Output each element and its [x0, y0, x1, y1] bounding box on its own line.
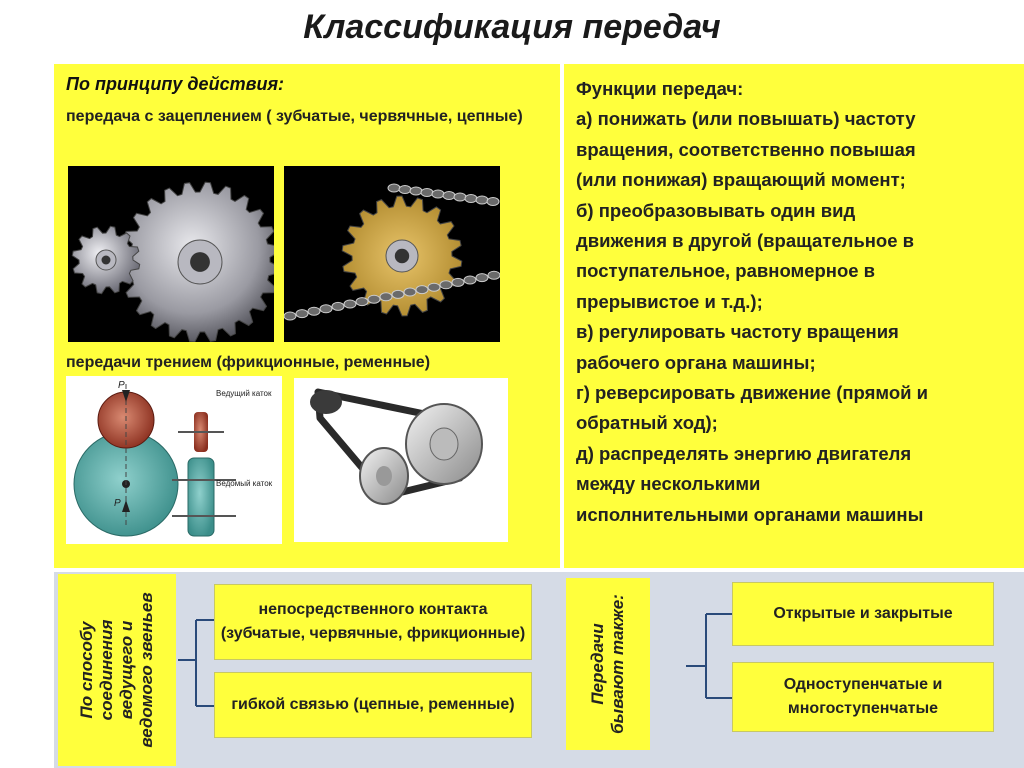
- functions-line: вращения, соответственно повышая: [576, 138, 916, 160]
- functions-line: рабочего органа машины;: [576, 351, 816, 373]
- principle-heading: По принципу действия:: [66, 74, 285, 94]
- chain-icon: [284, 183, 500, 321]
- page-title: Классификация передач: [303, 8, 721, 46]
- friction-rollers-diagram: P P Ведущий каток Ведомый каток: [66, 376, 282, 544]
- functions-line: движения в другой (вращательное в: [576, 230, 915, 252]
- functions-line: (или понижая) вращающий момент;: [576, 169, 906, 191]
- functions-line: поступательное, равномерное в: [576, 260, 876, 282]
- connection-label-line: ведущего и: [117, 620, 136, 720]
- functions-line: прерывистое и т.д.);: [576, 290, 763, 312]
- gear-pair-image: [68, 166, 274, 342]
- functions-line: б) преобразовывать один вид: [576, 199, 856, 221]
- driving-roller-label: Ведущий каток: [216, 389, 272, 398]
- functions-line: обратный ход);: [576, 412, 718, 434]
- functions-panel: [564, 64, 1024, 568]
- flexible-link-box: гибкой связью (цепные, ременные): [214, 672, 532, 738]
- large-gear-icon: [119, 181, 274, 342]
- stage-count-box: Одноступенчатые и многоступенчатые: [732, 662, 994, 732]
- functions-line: Функции передач:: [576, 78, 744, 99]
- force-label-bottom: P: [114, 498, 121, 509]
- connection-label-line: По способу: [77, 621, 96, 719]
- connection-label-line: ведомого звеньев: [137, 592, 156, 748]
- connection-method-label: По способу соединения ведущего и ведомог…: [58, 574, 176, 766]
- functions-line: исполнительными органами машины: [576, 503, 924, 525]
- small-gear-icon: [71, 225, 141, 295]
- functions-list: Функции передач: а) понижать (или повыша…: [576, 74, 1016, 530]
- friction-caption: передачи трением (фрикционные, ременные): [66, 354, 431, 371]
- belt-drive-image: [294, 378, 508, 542]
- direct-contact-box: непосредственного контакта (зубчатые, че…: [214, 584, 532, 660]
- driven-roller-label: Ведомый каток: [216, 479, 273, 488]
- also-types-label: Передачи бывают также:: [566, 578, 650, 750]
- functions-line: в) регулировать частоту вращения: [576, 321, 899, 343]
- engagement-caption: передача с зацеплением ( зубчатые, червя…: [66, 108, 523, 125]
- functions-line: между несколькими: [576, 473, 761, 495]
- chain-sprocket-image: [284, 166, 500, 342]
- also-label-line: бывают также:: [608, 594, 627, 734]
- open-closed-box: Открытые и закрытые: [732, 582, 994, 646]
- functions-line: д) распределять энергию двигателя: [576, 442, 912, 464]
- functions-line: а) понижать (или повышать) частоту: [576, 108, 916, 130]
- also-label-line: Передачи: [588, 623, 607, 705]
- force-label-top: P: [118, 380, 125, 391]
- connection-label-line: соединения: [97, 619, 116, 721]
- functions-line: г) реверсировать движение (прямой и: [576, 382, 929, 404]
